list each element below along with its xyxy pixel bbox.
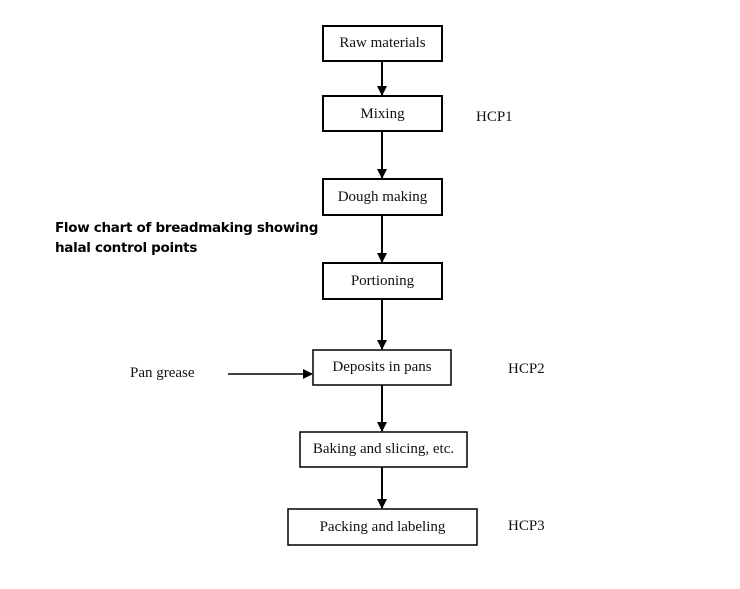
hcp3-label: HCP3: [508, 518, 545, 534]
input-pan-grease-label: Pan grease: [130, 365, 195, 381]
step-raw-materials: Raw materials: [322, 25, 443, 62]
step-mixing: Mixing: [322, 95, 443, 132]
step-packing-and-labeling: Packing and labeling: [287, 508, 478, 546]
caption-line-2: halal control points: [55, 240, 198, 256]
step-label: Deposits in pans: [332, 359, 431, 375]
step-deposits-in-pans: Deposits in pans: [312, 349, 452, 386]
step-label: Baking and slicing, etc.: [313, 441, 454, 457]
step-portioning: Portioning: [322, 262, 443, 300]
step-label: Portioning: [351, 273, 415, 289]
diagram-caption: Flow chart of breadmaking showing halal …: [55, 218, 318, 258]
step-baking-and-slicing: Baking and slicing, etc.: [299, 431, 468, 468]
step-label: Raw materials: [339, 35, 425, 51]
caption-line-1: Flow chart of breadmaking showing: [55, 220, 319, 236]
step-label: Mixing: [360, 106, 405, 122]
step-dough-making: Dough making: [322, 178, 443, 216]
hcp2-label: HCP2: [508, 361, 545, 377]
step-label: Dough making: [338, 189, 428, 205]
step-label: Packing and labeling: [320, 519, 446, 535]
hcp1-label: HCP1: [476, 109, 513, 125]
